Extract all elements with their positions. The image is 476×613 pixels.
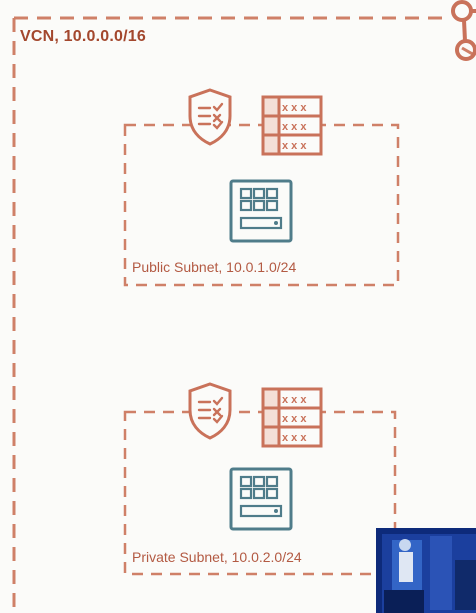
video-thumbnail[interactable] [376, 528, 476, 613]
vcn-network-icon [451, 0, 476, 61]
security-list-shield-icon [188, 382, 232, 440]
security-list-shield-icon [188, 88, 232, 146]
compute-instance-icon [229, 467, 293, 531]
public-subnet-label: Public Subnet, 10.0.1.0/24 [132, 259, 297, 275]
route-table-icon: x x x x x x x x x [261, 387, 323, 448]
route-table-icon: x x x x x x x x x [261, 95, 323, 156]
private-subnet-label: Private Subnet, 10.0.2.0/24 [132, 549, 302, 565]
svg-text:x x x: x x x [282, 432, 307, 444]
compute-instance-icon [229, 179, 293, 243]
svg-text:x x x: x x x [282, 140, 307, 152]
svg-text:x x x: x x x [282, 413, 307, 425]
svg-text:x x x: x x x [282, 121, 307, 133]
private-subnet-boundary [123, 410, 397, 576]
svg-text:x x x: x x x [282, 102, 307, 114]
svg-text:x x x: x x x [282, 394, 307, 406]
vcn-label: VCN, 10.0.0.0/16 [20, 28, 146, 45]
